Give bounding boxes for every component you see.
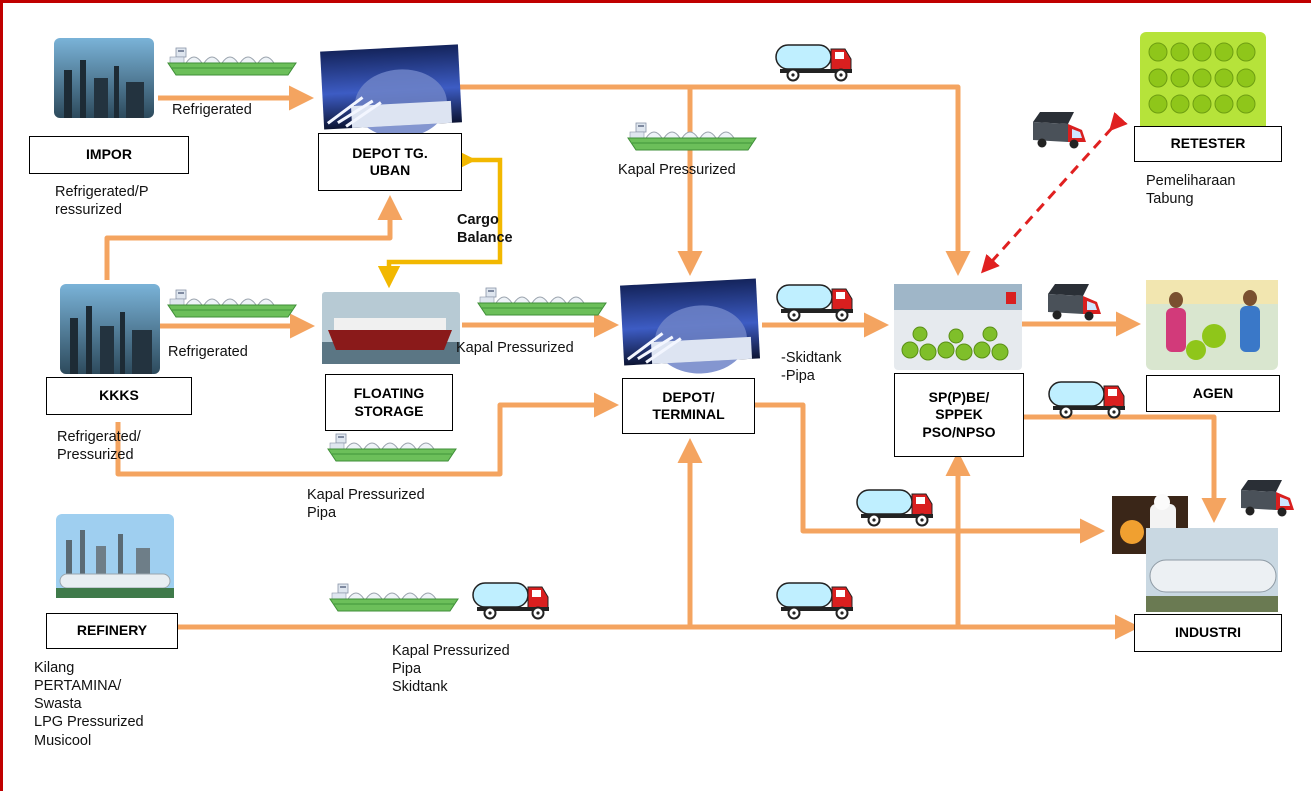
sppbe-photo (894, 284, 1022, 370)
node-depot-terminal[interactable]: DEPOT/ TERMINAL (622, 378, 755, 434)
lpg-ship-icon (167, 289, 297, 318)
node-sppbe[interactable]: SP(P)BE/ SPPEK PSO/NPSO (894, 373, 1024, 457)
depot-tg-uban-photo (320, 44, 462, 138)
cargo-truck-icon (1048, 284, 1101, 321)
cargo-truck-icon (1241, 480, 1294, 517)
cargo-truck-icon (1033, 112, 1086, 149)
label-floating-to-depot: Kapal Pressurized (456, 340, 574, 356)
cargo-balance-arrow (377, 148, 503, 289)
node-agen[interactable]: AGEN (1146, 375, 1280, 412)
lpg-ship-icon (329, 583, 459, 612)
skid-tank-truck-icon (775, 44, 853, 82)
retester-photo (1140, 32, 1266, 132)
node-retester[interactable]: RETESTER (1134, 126, 1282, 162)
lpg-ship-icon (327, 433, 457, 462)
node-floating-storage[interactable]: FLOATING STORAGE (325, 374, 453, 431)
node-depot-tg-uban[interactable]: DEPOT TG. UBAN (318, 133, 462, 191)
skid-tank-truck-icon (776, 582, 854, 620)
node-refinery[interactable]: REFINERY (46, 613, 178, 649)
arrow-depot-terminal-to-industri (755, 402, 1106, 544)
lpg-ship-icon (167, 47, 297, 76)
impor-photo (54, 38, 154, 118)
label-retester-sub: Pemeliharaan Tabung (1146, 173, 1236, 208)
industri-photo-lpg-tank (1146, 528, 1278, 612)
skid-tank-truck-icon (472, 582, 550, 620)
refinery-photo (56, 514, 174, 598)
label-kkks-bottom: Kapal Pressurized Pipa (307, 487, 425, 522)
node-impor[interactable]: IMPOR (29, 136, 189, 174)
depot-terminal-photo (619, 278, 761, 374)
kkks-photo (60, 284, 160, 374)
skid-tank-truck-icon (776, 284, 854, 322)
retester-link-arrow (980, 111, 1128, 274)
skid-tank-truck-icon (1048, 381, 1126, 419)
label-impor-to-depot: Refrigerated (172, 102, 252, 118)
arrow-sppbe-to-industri (1024, 414, 1227, 524)
node-kkks[interactable]: KKKS (46, 377, 192, 415)
agen-photo (1146, 280, 1278, 370)
label-refinery-mid: Kapal Pressurized Pipa Skidtank (392, 643, 510, 696)
node-industri[interactable]: INDUSTRI (1134, 614, 1282, 652)
skid-tank-truck-icon (856, 489, 934, 527)
arrow-kkks-to-depot-terminal (115, 392, 620, 477)
arrow-depot-tg-uban-to-sppbe (460, 84, 971, 277)
label-kkks-to-floating: Refrigerated (168, 344, 248, 360)
floating-storage-photo (322, 292, 460, 364)
arrow-kkks-to-depot-tg-uban (104, 194, 403, 280)
label-kkks-sub: Refrigerated/ Pressurized (57, 429, 141, 464)
label-depot-to-sppbe: -Skidtank -Pipa (781, 350, 842, 385)
label-impor-sub: Refrigerated/P ressurized (55, 184, 149, 219)
label-refinery-sub: Kilang PERTAMINA/ Swasta LPG Pressurized… (34, 660, 144, 749)
label-cargo-balance: Cargo Balance (457, 212, 513, 247)
lpg-ship-icon (477, 287, 607, 316)
label-kapal-top: Kapal Pressurized (618, 162, 736, 178)
